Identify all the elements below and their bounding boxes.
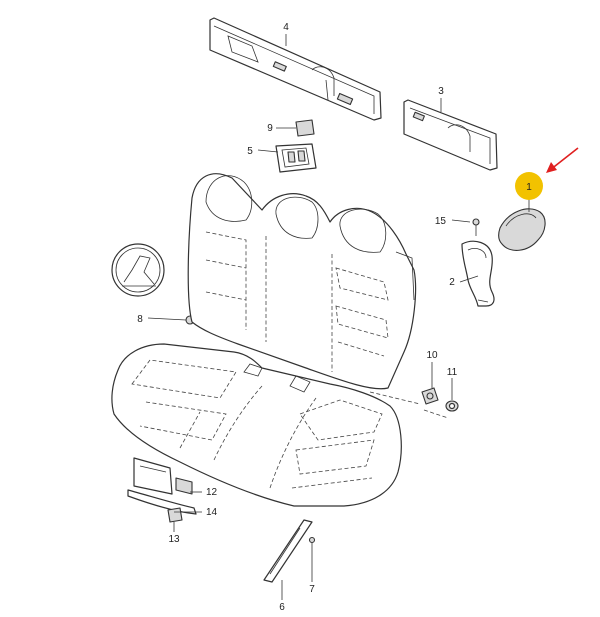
callout-2: 2 (449, 277, 455, 288)
callout-4: 4 (283, 22, 289, 33)
callout-8: 8 (137, 314, 143, 325)
part-7-pin (308, 536, 316, 552)
part-4-rear-panel (209, 17, 382, 121)
callout-6: 6 (279, 602, 285, 612)
callout-9: 9 (267, 123, 273, 134)
part-6-strip (263, 519, 313, 583)
callout-12: 12 (206, 487, 218, 498)
callout-7: 7 (309, 584, 315, 595)
part-9-pad (295, 119, 315, 137)
part-8-label (111, 243, 195, 325)
callout-11: 11 (447, 367, 458, 378)
callout-1: 1 (526, 182, 532, 193)
highlight-marker (515, 172, 543, 200)
part-15-screw (472, 218, 480, 236)
part-5-bracket (275, 143, 317, 173)
seat-cushion (111, 343, 402, 507)
part-11-clip (445, 400, 459, 412)
part-14-cable (127, 489, 197, 515)
part-3-side-panel (403, 99, 498, 171)
backrest (187, 173, 417, 390)
part-1-cover (498, 208, 546, 251)
leader-lines (147, 34, 530, 600)
callout-15: 15 (435, 216, 447, 227)
callout-13: 13 (168, 534, 180, 545)
part-13-clip (167, 507, 183, 523)
part-10-fastener (421, 387, 439, 405)
pointer-arrow (546, 147, 579, 173)
part-12-trim (133, 457, 193, 495)
callout-3: 3 (438, 86, 444, 97)
callout-10: 10 (426, 350, 438, 361)
callout-5: 5 (247, 146, 253, 157)
fastener-alignment-line (369, 391, 449, 419)
callout-14: 14 (206, 507, 218, 518)
part-2-side-trim (461, 240, 495, 307)
